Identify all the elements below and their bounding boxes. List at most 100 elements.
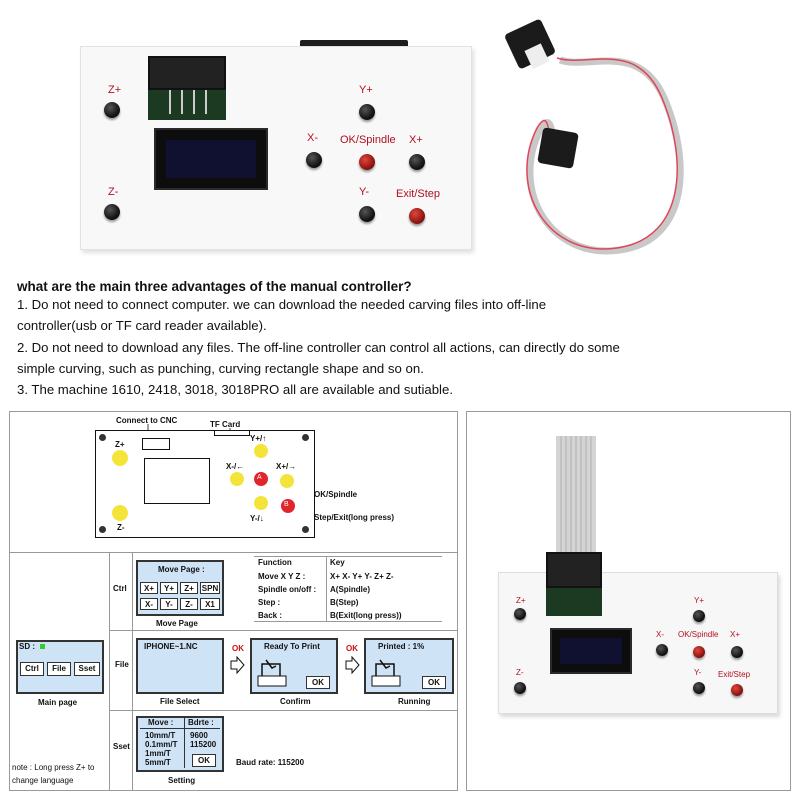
diagram-hole-bl [99,526,106,533]
photo2-button-x-plus[interactable] [731,646,743,658]
setting-move-title: Move : [148,718,174,727]
diagram-label-y-minus: Y-/↓ [250,514,264,523]
setting-move-option-1[interactable]: 10mm/T [145,731,176,740]
move-x-minus-button[interactable]: X- [140,598,158,610]
photo2-button-z-minus[interactable] [514,682,526,694]
button-z-plus[interactable] [104,102,120,118]
photo2-header-connector [546,552,602,588]
move-spn-button[interactable]: SPN [200,582,220,594]
photo2-label-x-plus: X+ [730,630,741,639]
button-exit-step[interactable] [409,208,425,224]
diagram-hole-tl [99,434,106,441]
row-label-ctrl: Ctrl [113,584,127,593]
setting-move-option-3[interactable]: 1mm/T [145,749,171,758]
function-table [254,556,442,622]
move-x1-button[interactable]: X1 [200,598,220,610]
move-y-minus-button[interactable]: Y- [160,598,178,610]
file-select-screen [136,638,224,694]
file-select-item[interactable]: IPHONE~1.NC [144,642,198,651]
photo2-label-exit-step: Exit/Step [718,670,751,679]
label-z-plus: Z+ [108,84,122,96]
machine-icon-running [371,659,401,687]
header-pins [169,90,207,114]
diagram-connector [142,438,170,450]
label-ok-spindle: OK/Spindle [340,134,396,146]
label-y-plus: Y+ [359,84,373,96]
function-row-4-function: Back : [258,611,283,620]
button-z-minus[interactable] [104,204,120,220]
button-x-minus[interactable] [306,152,322,168]
main-page-sset-button[interactable]: Sset [74,662,100,676]
photo2-button-exit-step[interactable] [731,684,743,696]
setting-baud-option-1[interactable]: 9600 [190,731,208,740]
diagram-label-y-plus: Y+/↑ [250,434,267,443]
advantage-line-4: simple curving, such as punching, curvin… [17,361,424,376]
ribbon-cable [505,19,684,255]
running-title: Printed : 1% [378,642,425,651]
move-x-plus-button[interactable]: X+ [140,582,158,594]
main-page-ctrl-button[interactable]: Ctrl [20,662,44,676]
confirm-ok-button[interactable]: OK [306,676,330,689]
function-row-1-key: X+ X- Y+ Y- Z+ Z- [330,572,394,581]
function-row-2-key: A(Spindle) [330,585,370,594]
arrow-right-icon [230,656,245,674]
photo2-label-z-minus: Z- [516,668,524,677]
function-table-divider [326,556,327,622]
function-table-header-key: Key [330,558,345,567]
arrow-right-icon-2 [345,656,360,674]
setting-baud-option-2[interactable]: 115200 [190,740,217,749]
diagram-label-a: A [257,474,262,481]
advantage-line-2: controller(usb or TF card reader availab… [17,318,267,333]
photo2-label-y-plus: Y+ [694,596,705,605]
confirm-caption: Confirm [280,697,311,706]
move-z-plus-button[interactable]: Z+ [180,582,198,594]
move-page-title: Move Page : [158,565,205,574]
running-ok-button[interactable]: OK [422,676,446,689]
advantages-heading: what are the main three advantages of th… [17,279,412,294]
diagram-button-y-plus [254,444,268,458]
photo2-button-y-minus[interactable] [693,682,705,694]
button-y-minus[interactable] [359,206,375,222]
diagram-panel [9,411,458,791]
diagram-button-z-minus [112,505,128,521]
diagram-hole-br [302,526,309,533]
function-row-4-key: B(Exit(long press)) [330,611,402,620]
label-connect-to-cnc: Connect to CNC [116,416,178,425]
function-row-3-key: B(Step) [330,598,359,607]
photo2-button-x-minus[interactable] [656,644,668,656]
button-x-plus[interactable] [409,154,425,170]
photo-panel [466,411,791,791]
button-y-plus[interactable] [359,104,375,120]
main-page-sd-label: SD : [19,642,35,651]
photo2-button-y-plus[interactable] [693,610,705,622]
main-page-file-button[interactable]: File [47,662,71,676]
baud-rate-label: Baud rate: 115200 [236,758,305,767]
diagram-label-z-minus: Z- [117,523,125,532]
setting-ok-button[interactable]: OK [192,754,216,767]
setting-column-divider [184,718,185,768]
advantage-line-5: 3. The machine 1610, 2418, 3018, 3018PRO… [17,382,453,397]
oled-screen [154,128,268,190]
move-y-plus-button[interactable]: Y+ [160,582,178,594]
function-row-3-function: Step : [258,598,281,607]
running-caption: Running [398,697,431,706]
move-z-minus-button[interactable]: Z- [180,598,198,610]
photo2-button-z-plus[interactable] [514,608,526,620]
row-label-file: File [115,660,129,669]
divider [9,552,458,553]
grid-vline-1 [109,552,110,791]
diagram-label-ok-spindle: OK/Spindle [314,490,358,499]
button-ok-spindle[interactable] [359,154,375,170]
advantage-line-3: 2. Do not need to download any files. Th… [17,340,620,355]
photo2-button-ok-spindle[interactable] [693,646,705,658]
setting-move-option-2[interactable]: 0.1mm/T [145,740,178,749]
diagram-label-b: B [284,501,289,508]
grid-hline-1 [109,630,458,631]
photo2-label-ok-spindle: OK/Spindle [678,630,719,639]
grid-vline-2 [132,552,133,791]
photo2-label-x-minus: X- [656,630,664,639]
label-y-minus: Y- [359,186,369,198]
row-label-sset: Sset [113,742,130,751]
label-x-plus: X+ [409,134,423,146]
setting-move-option-4[interactable]: 5mm/T [145,758,171,767]
